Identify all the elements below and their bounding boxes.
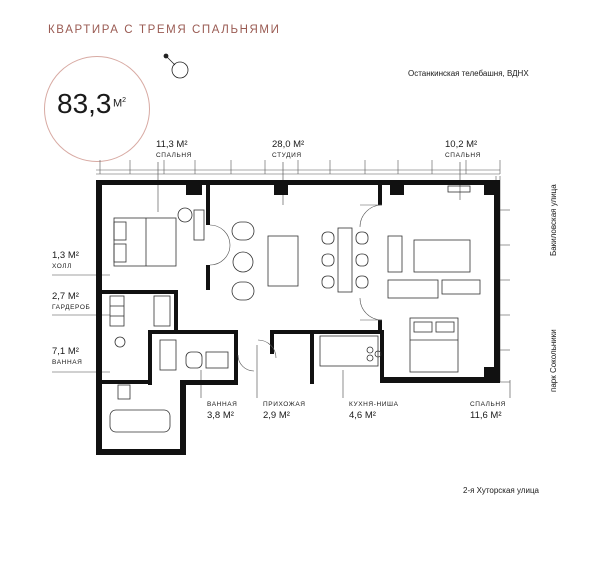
landmark-top-right: Останкинская телебашня, ВДНХ — [408, 69, 529, 78]
label-leaders — [52, 162, 511, 398]
landmark-bottom: 2-я Хуторская улица — [463, 486, 539, 495]
total-area-value: 83,3 — [57, 88, 112, 119]
furniture — [109, 185, 481, 433]
doors — [209, 204, 383, 372]
total-area-circle — [44, 56, 150, 162]
compass-icon — [163, 53, 189, 79]
page-title: КВАРТИРА С ТРЕМЯ СПАЛЬНЯМИ — [48, 24, 281, 36]
walls — [96, 180, 500, 455]
total-area-unit: М2 — [113, 97, 127, 110]
